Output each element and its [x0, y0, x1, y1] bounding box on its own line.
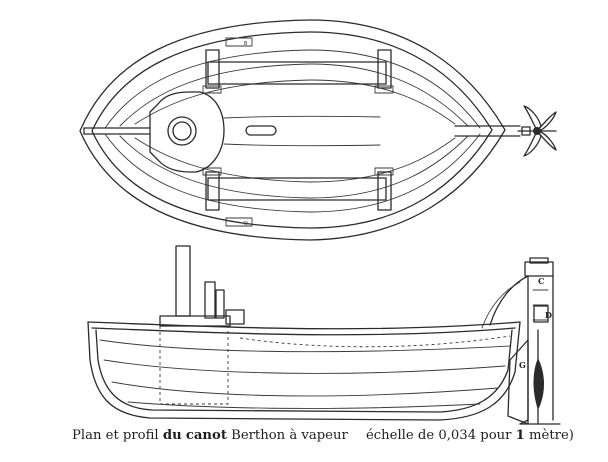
plan-engine-housing	[149, 91, 225, 173]
plan-stringer-lower-2	[119, 135, 469, 199]
caption-part-2: du	[162, 428, 182, 443]
plan-gunwale	[91, 31, 493, 229]
plan-stringer-lower-3	[134, 137, 456, 183]
profile-strake-4	[127, 401, 481, 409]
plan-knee-3	[205, 171, 220, 211]
plan-stern-rail	[83, 127, 151, 135]
profile-stack-2	[215, 289, 225, 319]
plan-hatch	[245, 125, 277, 136]
profile-label-g: G	[519, 360, 526, 370]
figure-caption: Plan et profil du canot Berthon à vapeur…	[72, 428, 602, 443]
profile-funnel	[175, 245, 191, 317]
caption-part-6: 1	[515, 428, 525, 443]
plan-view: B D	[79, 19, 557, 241]
profile-strake-3	[111, 381, 499, 397]
profile-view: C D G	[87, 245, 561, 425]
caption-part-4: Berthon à vapeur	[231, 428, 348, 443]
plan-deck-line-2	[223, 143, 381, 147]
profile-label-c: C	[538, 276, 544, 286]
profile-tiller-head	[524, 261, 554, 277]
plan-knee-foot-3	[202, 167, 222, 176]
plan-thwart-upper	[207, 61, 387, 85]
profile-tiller-cap	[529, 257, 549, 264]
plan-thwart-lower	[207, 177, 387, 201]
plan-boiler-funnel	[172, 121, 192, 141]
plan-knee-2	[377, 49, 392, 89]
profile-propeller	[533, 358, 544, 410]
profile-gunwale	[87, 321, 521, 330]
profile-stem-inner	[481, 281, 521, 329]
plan-hull-outer	[79, 19, 506, 241]
plan-tag-top: B	[244, 41, 248, 47]
plan-tag-box-top	[225, 37, 253, 47]
plan-stringer-upper-2	[119, 63, 469, 127]
profile-strake-2	[103, 359, 506, 374]
plan-knee-1	[205, 49, 220, 89]
profile-engine-space	[159, 326, 229, 405]
profile-strake-1	[99, 339, 511, 353]
profile-sternpost	[507, 257, 561, 425]
profile-gunwale-2	[91, 327, 516, 336]
caption-part-3: canot	[185, 428, 227, 443]
plan-knee-foot-4	[374, 167, 394, 176]
plan-bow-rail	[454, 125, 521, 137]
caption-part-1: Plan et profil	[72, 428, 159, 443]
plan-propeller	[517, 105, 557, 157]
plan-knee-foot-1	[202, 85, 222, 94]
profile-stack-3	[225, 309, 245, 325]
profile-post-ribs	[532, 289, 549, 321]
profile-hull-inner	[95, 329, 513, 413]
caption-part-5: échelle de 0,034 pour	[365, 428, 512, 443]
caption-part-7: mètre)	[529, 428, 574, 443]
plan-stringer-lower	[104, 133, 481, 213]
plan-deck-line-1	[223, 115, 381, 119]
plan-tag-bottom: D	[244, 221, 248, 227]
profile-stack-1	[204, 281, 216, 319]
plan-stringer-upper	[104, 49, 481, 129]
plan-knee-foot-2	[374, 85, 394, 94]
plan-stringer-upper-3	[134, 79, 456, 125]
profile-dashed-line	[239, 335, 511, 348]
profile-stem	[489, 275, 529, 326]
plan-tag-box-bottom	[225, 217, 253, 227]
profile-shaft-box	[533, 305, 549, 323]
profile-label-d: D	[545, 310, 552, 320]
plan-boiler-ring	[167, 116, 197, 146]
plan-knee-4	[377, 171, 392, 211]
profile-hull	[87, 321, 521, 421]
